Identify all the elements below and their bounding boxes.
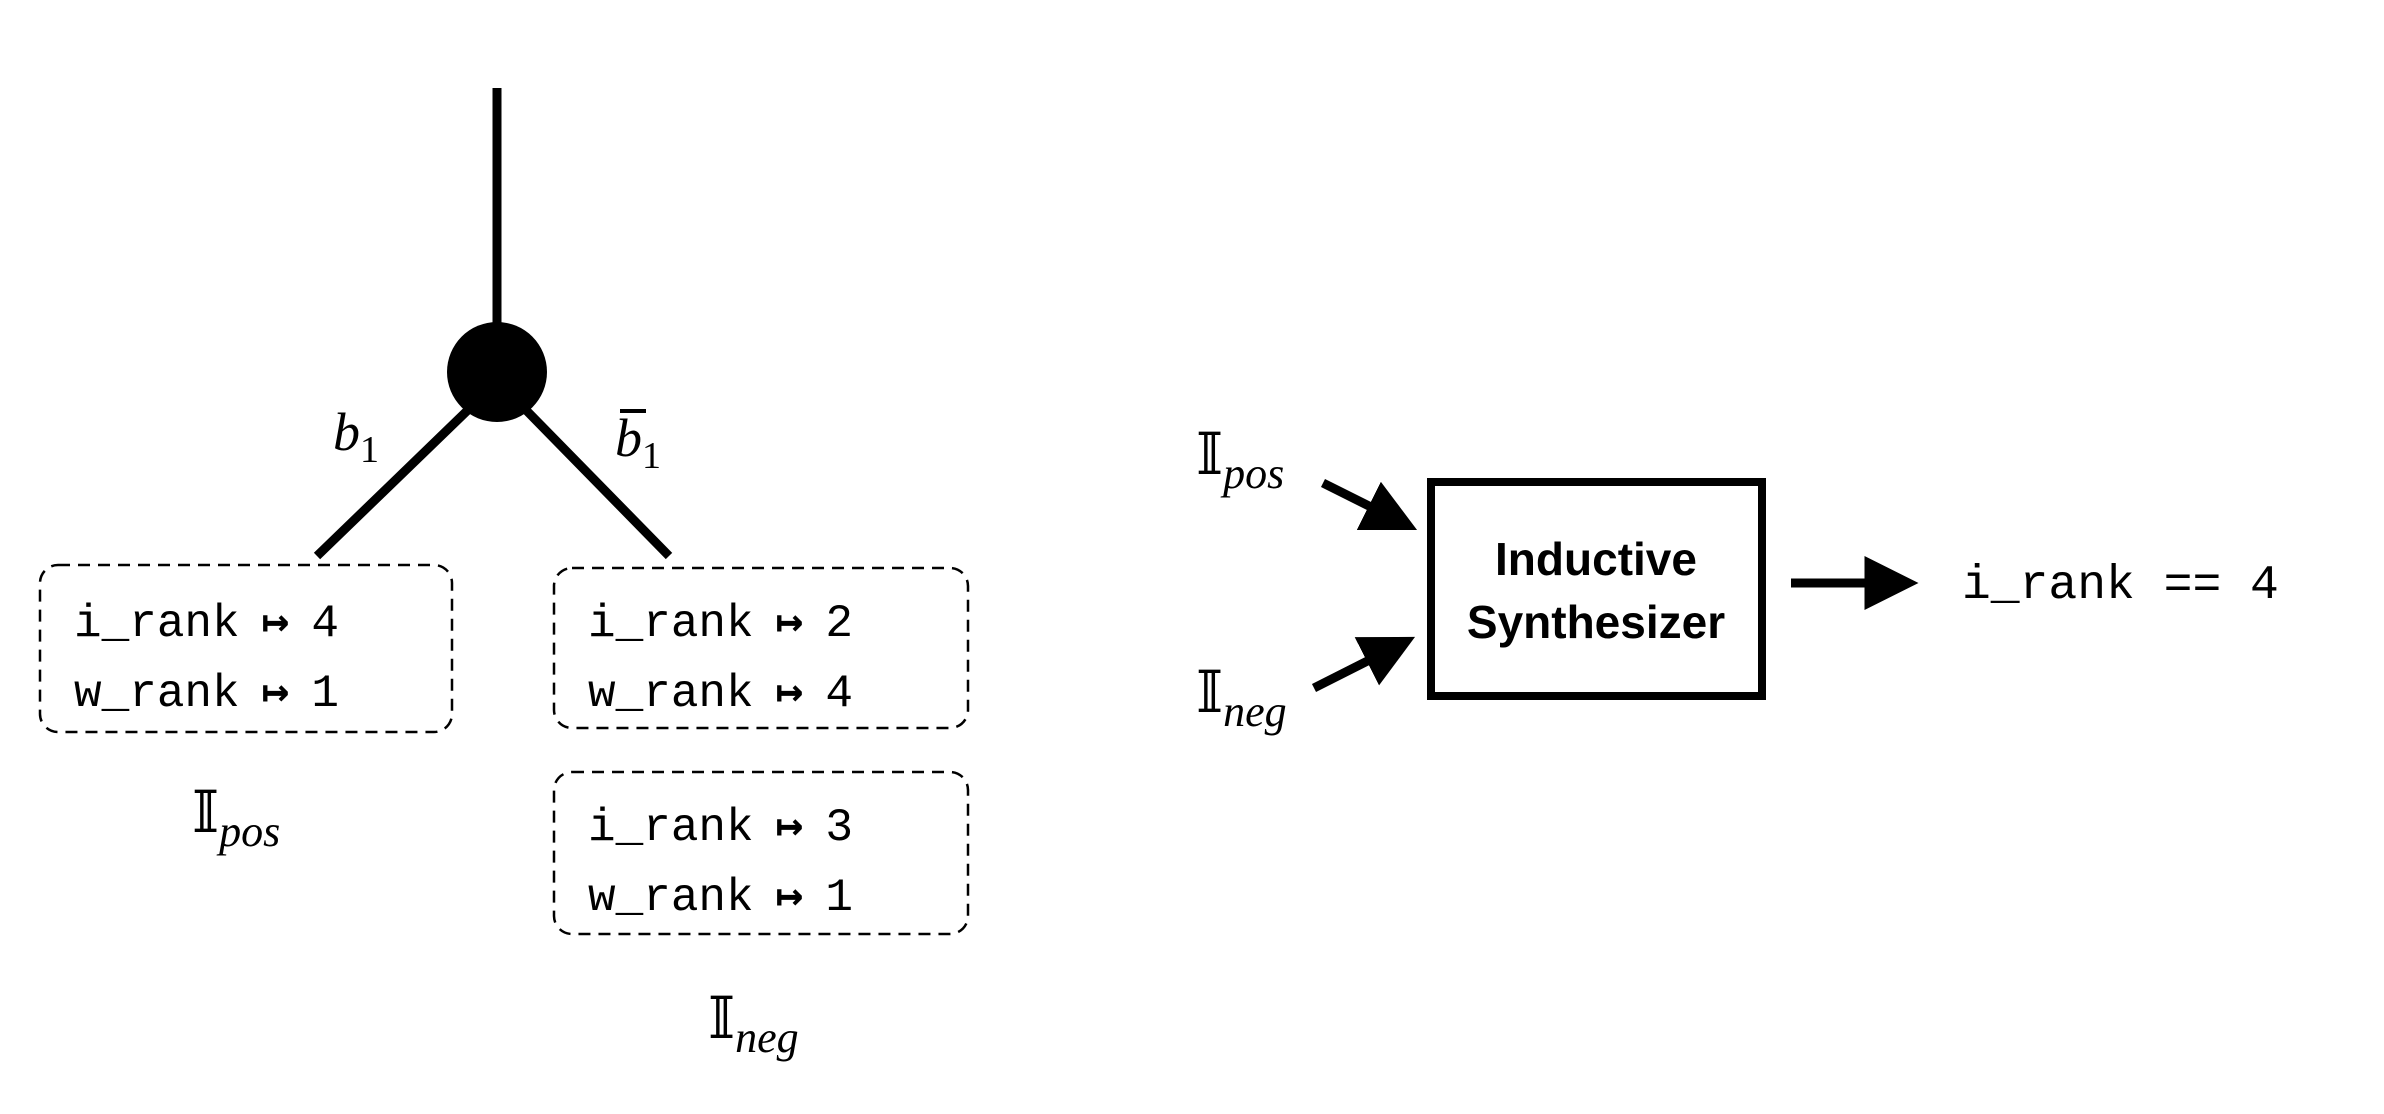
synthesizer-title-line1: Inductive <box>1495 533 1697 585</box>
negative-example-box: i_rank↦3 w_rank↦1 <box>552 770 970 936</box>
synthesizer-title-line2: Synthesizer <box>1467 596 1725 648</box>
false-branch-label: b1 <box>615 408 661 477</box>
pos-input-arrow <box>1320 478 1418 531</box>
synth-input-pos-label: 𝕀pos <box>1196 422 1284 498</box>
example-row: w_rank↦4 <box>588 668 853 720</box>
synthesizer-box <box>1427 478 1766 700</box>
decision-tree: b1 b1 i_rank↦4 w_rank↦1 i_rank↦2 w <box>38 88 970 1062</box>
example-row: w_rank↦1 <box>74 668 339 720</box>
negative-example-box: i_rank↦2 w_rank↦4 <box>552 566 970 730</box>
synthesizer-diagram: 𝕀pos 𝕀neg Inductive Synthesizer i_rank =… <box>1196 422 2279 736</box>
positive-set-label: 𝕀pos <box>192 780 280 856</box>
true-branch-label: b1 <box>333 402 379 471</box>
false-branch-edge <box>520 404 673 560</box>
synthesized-predicate: i_rank == 4 <box>1962 559 2279 613</box>
neg-input-arrow <box>1311 636 1416 693</box>
negative-set-label: 𝕀neg <box>708 986 799 1062</box>
example-row: i_rank↦3 <box>588 802 853 854</box>
example-row: i_rank↦2 <box>588 598 853 650</box>
decision-node <box>447 322 547 422</box>
positive-example-box: i_rank↦4 w_rank↦1 <box>38 563 454 734</box>
example-row: i_rank↦4 <box>74 598 339 650</box>
synth-input-neg-label: 𝕀neg <box>1196 660 1287 736</box>
svg-text:b1: b1 <box>615 408 661 477</box>
true-branch-edge <box>313 404 474 560</box>
example-row: w_rank↦1 <box>588 872 853 924</box>
